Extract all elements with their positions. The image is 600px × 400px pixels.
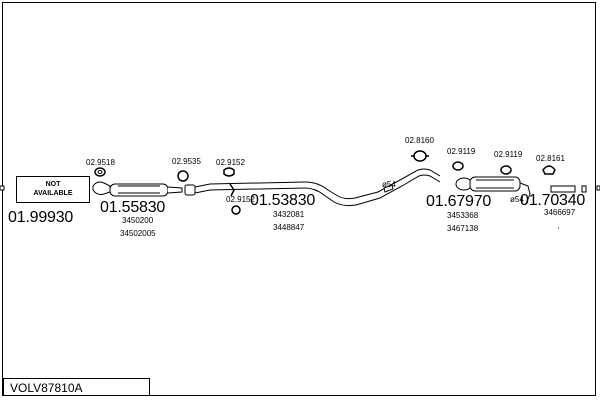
clamp-size-label-1: ø54	[382, 180, 396, 189]
model-title-box: VOLV87810A	[3, 378, 150, 396]
accessory-number-5[interactable]: 02.8160	[405, 136, 434, 145]
clamp-icon	[177, 170, 189, 182]
diagram-frame	[2, 2, 596, 396]
gasket-ring-icon-2	[452, 161, 464, 171]
gasket-ring-icon-3	[500, 165, 512, 175]
not-available-line1: NOT	[45, 181, 61, 189]
part-number-2[interactable]: 01.55830	[100, 199, 166, 216]
accessory-number-2[interactable]: 02.9535	[172, 157, 201, 166]
oem-ref-7: 3466697	[544, 208, 576, 217]
hanger-icon	[229, 183, 235, 197]
model-title: VOLV87810A	[10, 381, 83, 395]
accessory-number-3[interactable]: 02.9152	[216, 158, 245, 167]
not-available-box: NOT AVAILABLE	[16, 176, 90, 203]
part-number-5[interactable]: 01.70340	[520, 192, 586, 209]
edge-marker-right	[596, 185, 600, 191]
oem-ref-6: 3467138	[447, 224, 479, 233]
part-number-1[interactable]: 01.99930	[8, 209, 74, 226]
clamp-detail-icon	[383, 184, 394, 193]
oem-ref-1: 3450200	[122, 216, 154, 225]
accessory-number-4[interactable]: 02.9152	[226, 195, 255, 204]
connector-icon	[184, 184, 196, 196]
accessory-number-1[interactable]: 02.9518	[86, 158, 115, 167]
rear-silencer	[455, 176, 531, 205]
clamp-icon-2	[411, 150, 429, 162]
rubber-mount-icon	[223, 167, 235, 177]
clamp-icon-3	[542, 165, 556, 175]
oem-ref-3: 3432081	[273, 210, 305, 219]
edge-marker-left	[0, 185, 5, 191]
part-number-3[interactable]: 01.53830	[250, 192, 316, 209]
part-number-4[interactable]: 01.67970	[426, 193, 492, 210]
center-pipe	[194, 168, 441, 207]
accessory-number-6[interactable]: 02.9119	[447, 147, 476, 156]
accessory-number-8[interactable]: 02.8161	[536, 154, 565, 163]
oem-ref-4: 3448847	[273, 223, 305, 232]
accessory-number-7[interactable]: 02.9119	[494, 150, 523, 159]
oem-ref-5: 3453368	[447, 211, 479, 220]
tail-pipe	[550, 185, 587, 193]
rubber-mount-icon-2	[231, 205, 241, 215]
clamp-size-label-2: ø54	[510, 195, 524, 204]
front-section	[92, 181, 183, 197]
not-available-line2: AVAILABLE	[33, 189, 73, 197]
oem-ref-2: 34502005	[120, 229, 156, 238]
